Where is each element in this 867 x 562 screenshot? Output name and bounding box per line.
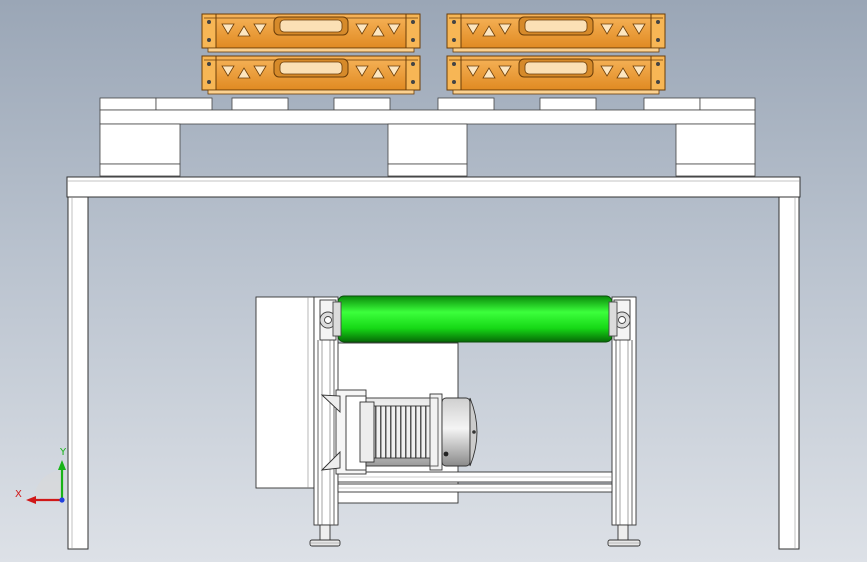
crate-vent xyxy=(371,25,385,37)
crate-vent xyxy=(632,23,646,35)
axis-triad[interactable]: Y X xyxy=(15,447,67,504)
conveyor-unit xyxy=(255,295,641,547)
foot-left xyxy=(309,524,341,547)
crate-vent xyxy=(498,23,512,35)
crate-vent xyxy=(221,65,235,77)
gearbox xyxy=(255,296,315,489)
foot-right xyxy=(607,524,641,547)
crate-vent xyxy=(253,23,267,35)
pallet-bottom-board xyxy=(675,163,756,177)
pallet-bottom-board xyxy=(387,163,468,177)
axis-x-label: X xyxy=(15,489,22,500)
axis-y-label: Y xyxy=(59,447,67,458)
crate-vent xyxy=(387,23,401,35)
crate-vent xyxy=(616,67,630,79)
green-roller xyxy=(332,295,618,343)
motor-cooling-fins xyxy=(373,405,431,459)
pallet-top-board xyxy=(539,97,597,111)
axis-z-dot xyxy=(59,497,65,503)
crate-vent xyxy=(600,23,614,35)
motor-bolt xyxy=(443,451,449,457)
crate-base xyxy=(452,47,660,53)
pallet-block xyxy=(675,123,756,165)
crate-vent xyxy=(221,23,235,35)
crate-vent xyxy=(371,67,385,79)
axis-y-arrow xyxy=(58,460,66,470)
axis-x-arrow xyxy=(26,496,36,504)
pallet-top-board xyxy=(333,97,391,111)
crate-vent xyxy=(387,65,401,77)
crate-base xyxy=(207,89,415,95)
pallet-block xyxy=(387,123,468,165)
pallet-block xyxy=(99,123,181,165)
pallet-top-board xyxy=(643,97,701,111)
crate-bottom-right xyxy=(446,55,666,95)
crate-vent xyxy=(355,23,369,35)
crate-vent xyxy=(355,65,369,77)
crate-vent xyxy=(498,65,512,77)
table-leg-left xyxy=(67,196,89,550)
pallet-bottom-board xyxy=(99,163,181,177)
crate-vent xyxy=(237,67,251,79)
pallet xyxy=(99,97,756,177)
crate-top-left xyxy=(201,13,421,53)
pallet-top-board xyxy=(699,97,756,111)
motor xyxy=(359,393,478,471)
table-top xyxy=(66,176,801,198)
pallet-top-board xyxy=(99,97,157,111)
pallet-stringer xyxy=(99,109,756,125)
crate-vent xyxy=(482,67,496,79)
pallet-top-board xyxy=(155,97,213,111)
pallet-top-board xyxy=(437,97,495,111)
crate-base xyxy=(452,89,660,95)
crate-top-right xyxy=(446,13,666,53)
table xyxy=(66,176,801,550)
crate-vent xyxy=(466,23,480,35)
table-leg-right xyxy=(778,196,800,550)
frame-column-left xyxy=(313,296,339,526)
crate-vent xyxy=(616,25,630,37)
crate-vent xyxy=(600,65,614,77)
crate-vent xyxy=(253,65,267,77)
crate-vent xyxy=(237,25,251,37)
crate-vent xyxy=(482,25,496,37)
pallet-top-board xyxy=(231,97,289,111)
crate-vent xyxy=(466,65,480,77)
crate-bottom-left xyxy=(201,55,421,95)
crate-base xyxy=(207,47,415,53)
crate-vent xyxy=(632,65,646,77)
